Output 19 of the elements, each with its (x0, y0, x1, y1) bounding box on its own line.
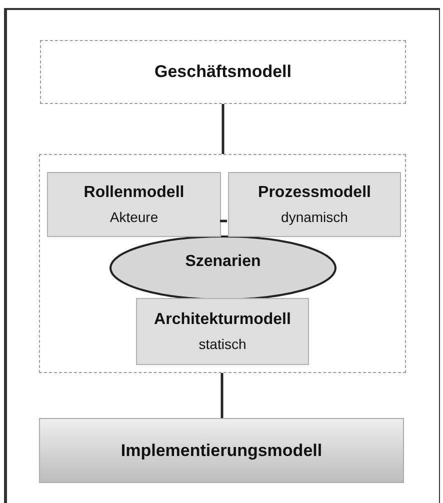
node-subtitle: dynamisch (281, 208, 348, 227)
connector-line (220, 373, 224, 418)
scenario-ellipse (109, 235, 337, 301)
model-box (136, 298, 309, 365)
connector-line (222, 104, 224, 154)
node-title: Szenarien (185, 252, 261, 272)
model-box (228, 172, 401, 237)
node-title: Architekturmodell (154, 310, 291, 330)
node-title: Prozessmodell (258, 183, 371, 203)
node-subtitle: Akteure (110, 208, 158, 227)
model-box (47, 172, 221, 237)
node-subtitle: statisch (198, 335, 246, 354)
node-title: Geschäftsmodell (154, 61, 292, 84)
model-box (39, 418, 404, 483)
connector-line (220, 220, 227, 222)
group-box (39, 154, 406, 373)
node-title: Rollenmodell (84, 183, 184, 203)
node-title: Implementierungsmodell (120, 440, 322, 462)
model-box (40, 40, 406, 104)
